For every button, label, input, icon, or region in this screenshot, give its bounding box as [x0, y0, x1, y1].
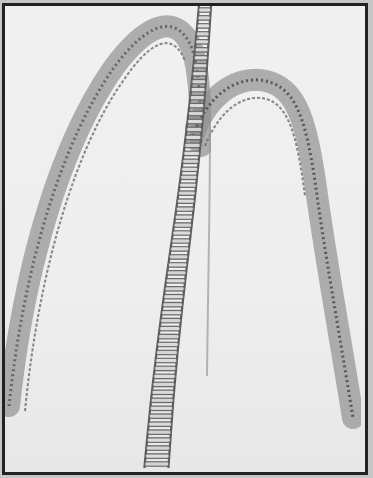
- ladder-rung: [196, 40, 209, 44]
- ladder-rung: [173, 231, 191, 235]
- ladder-rung: [162, 311, 182, 315]
- ladder-rung: [146, 454, 170, 458]
- ladder-rung: [146, 446, 170, 450]
- ladder-rung: [155, 366, 176, 370]
- ladder-rung: [152, 390, 174, 394]
- ladder-rung: [172, 239, 190, 243]
- ladder-rung: [197, 24, 210, 28]
- ladder-rung: [168, 263, 187, 267]
- ladder-rung: [177, 199, 194, 203]
- ladder-rung: [161, 318, 181, 322]
- ladder-rung: [184, 151, 200, 155]
- ladder-rung: [196, 32, 209, 36]
- ladder-rung: [147, 438, 170, 442]
- ladder-rung: [189, 103, 204, 107]
- ladder-rung: [188, 119, 203, 123]
- ladder-rung: [181, 175, 197, 179]
- ladder-rung: [191, 87, 205, 91]
- ladder-rung: [153, 382, 175, 386]
- ladder-rung: [163, 303, 183, 307]
- ladder-rung: [165, 287, 184, 291]
- ladder-rung: [167, 271, 186, 275]
- ladder-rung: [198, 16, 210, 20]
- ladder-rung: [154, 374, 176, 378]
- sketch-panel: [2, 3, 368, 475]
- ladder-rung: [194, 56, 207, 60]
- ladder-rung: [187, 127, 202, 131]
- ladder-rung: [174, 223, 192, 227]
- ladder-rung: [164, 295, 184, 299]
- ladder-rung: [175, 215, 193, 219]
- ladder-rung: [150, 406, 172, 410]
- ladder-rung: [171, 247, 189, 251]
- ladder-rung: [145, 462, 169, 466]
- ladder-rung: [151, 398, 173, 402]
- ladder-rung: [178, 191, 195, 195]
- ladder-rung: [156, 358, 177, 362]
- right-arch: [193, 80, 353, 418]
- ladder-rung: [180, 183, 197, 187]
- ladder-rung: [158, 342, 179, 346]
- ladder-column: [144, 6, 211, 468]
- ladder-rung: [182, 167, 198, 171]
- ladder-rung: [188, 111, 203, 115]
- ladder-rung: [176, 207, 193, 211]
- ladder-rung: [169, 255, 188, 259]
- ladder-rung: [183, 159, 199, 163]
- ladder-rung: [190, 95, 204, 99]
- ladder-rung: [149, 422, 172, 426]
- sketch-canvas: [5, 6, 365, 472]
- ladder-rung: [195, 48, 208, 52]
- ladder-rung: [193, 72, 207, 76]
- ladder-rung: [149, 414, 172, 418]
- ladder-rung: [186, 135, 201, 139]
- ladder-rung: [166, 279, 185, 283]
- ladder-rung: [159, 334, 180, 338]
- ladder-rung: [148, 430, 171, 434]
- ladder-rung: [160, 326, 180, 330]
- stem-line: [207, 126, 210, 376]
- ladder-rung: [157, 350, 178, 354]
- ladder-rung: [199, 8, 211, 12]
- ladder-rung: [192, 80, 206, 84]
- ladder-rung: [185, 143, 201, 147]
- ladder-rung: [193, 64, 207, 68]
